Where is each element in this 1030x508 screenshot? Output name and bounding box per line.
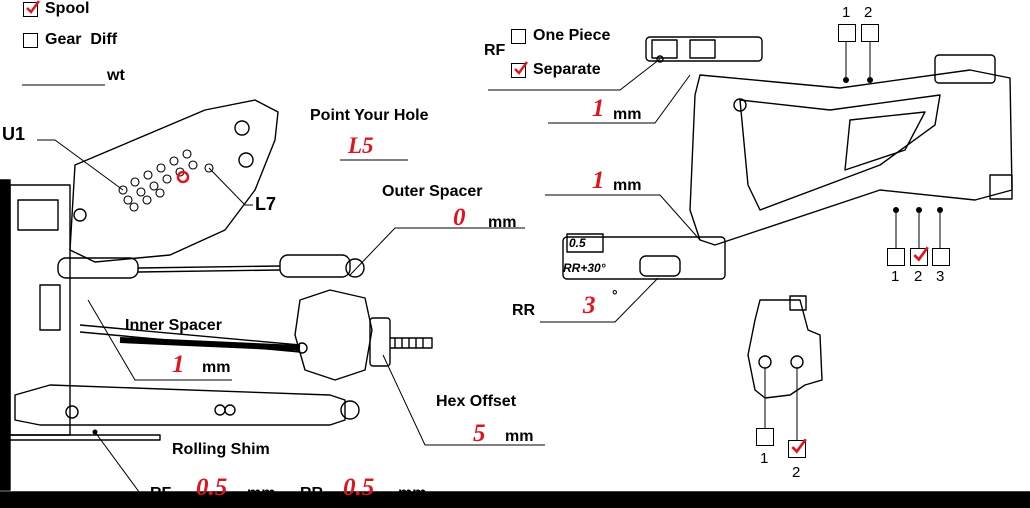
hex-offset-label: Hex Offset bbox=[436, 393, 517, 410]
rolling-shim-rr-unit: mm bbox=[398, 485, 427, 502]
separate-checkbox[interactable] bbox=[511, 61, 528, 78]
hex-offset-value: 5 bbox=[473, 420, 486, 447]
gear-diff-checkbox[interactable] bbox=[23, 33, 38, 48]
top-hole-checkbox-2[interactable] bbox=[861, 24, 879, 42]
rf-spacer-unit: mm bbox=[613, 106, 642, 123]
rr-angle-value: 3 bbox=[583, 292, 596, 319]
hex-offset-unit: mm bbox=[505, 428, 534, 445]
bottom-hole-checkbox-2[interactable] bbox=[910, 246, 929, 266]
top-hole-checkbox-1[interactable] bbox=[838, 24, 856, 42]
hub-hole-checkbox-1[interactable] bbox=[756, 428, 774, 446]
part-marking-05: 0.5 bbox=[569, 236, 586, 250]
inner-spacer-label: Inner Spacer bbox=[125, 317, 222, 334]
spool-checkbox[interactable] bbox=[23, 0, 40, 17]
bottom-hole-checkbox-3[interactable] bbox=[932, 248, 950, 266]
hub-hole-checkbox-2[interactable] bbox=[788, 438, 807, 458]
bottom-hole-label-3: 3 bbox=[936, 268, 945, 285]
u1-label: U1 bbox=[2, 124, 26, 144]
bottom-hole-checkbox-1[interactable] bbox=[887, 248, 905, 266]
part-marking-rr30: RR+30° bbox=[563, 261, 606, 275]
one-piece-label: One Piece bbox=[533, 27, 611, 44]
separate-label: Separate bbox=[533, 61, 601, 78]
spool-label: Spool bbox=[45, 0, 90, 17]
hub-hole-label-2: 2 bbox=[792, 464, 801, 481]
rolling-shim-label: Rolling Shim bbox=[172, 441, 270, 458]
hub-hole-label-1: 1 bbox=[760, 450, 769, 467]
point-hole-value: L5 bbox=[348, 133, 374, 158]
bottom-hole-label-2: 2 bbox=[914, 268, 923, 285]
rr-angle-prefix: RR bbox=[512, 302, 536, 319]
gear-diff-label: Gear Diff bbox=[45, 31, 118, 48]
l7-label: L7 bbox=[255, 194, 277, 214]
bottom-hole-label-1: 1 bbox=[891, 268, 900, 285]
rf-option-prefix: RF bbox=[484, 42, 506, 59]
outer-spacer-value: 0 bbox=[453, 204, 466, 231]
inner-spacer-unit: mm bbox=[202, 359, 231, 376]
one-piece-checkbox[interactable] bbox=[511, 29, 526, 44]
rolling-shim-rf-unit: mm bbox=[247, 485, 276, 502]
point-your-hole-label: Point Your Hole bbox=[310, 107, 429, 124]
inner-spacer-value: 1 bbox=[172, 351, 185, 378]
outer-spacer-label: Outer Spacer bbox=[382, 183, 483, 200]
rolling-shim-rr-value: 0.5 bbox=[343, 474, 375, 501]
top-hole-label-2: 2 bbox=[864, 4, 873, 21]
top-hole-label-1: 1 bbox=[842, 4, 851, 21]
arm-spacer-value: 1 bbox=[592, 167, 605, 194]
rolling-shim-rf-value: 0.5 bbox=[196, 474, 228, 501]
rolling-shim-rf-prefix: RF bbox=[150, 485, 172, 502]
rr-angle-degree: ° bbox=[612, 287, 618, 303]
weight-unit: wt bbox=[107, 67, 125, 84]
rf-spacer-value: 1 bbox=[592, 95, 605, 122]
rolling-shim-rr-prefix: RR bbox=[300, 485, 324, 502]
outer-spacer-unit: mm bbox=[488, 214, 517, 231]
arm-spacer-unit: mm bbox=[613, 177, 642, 194]
